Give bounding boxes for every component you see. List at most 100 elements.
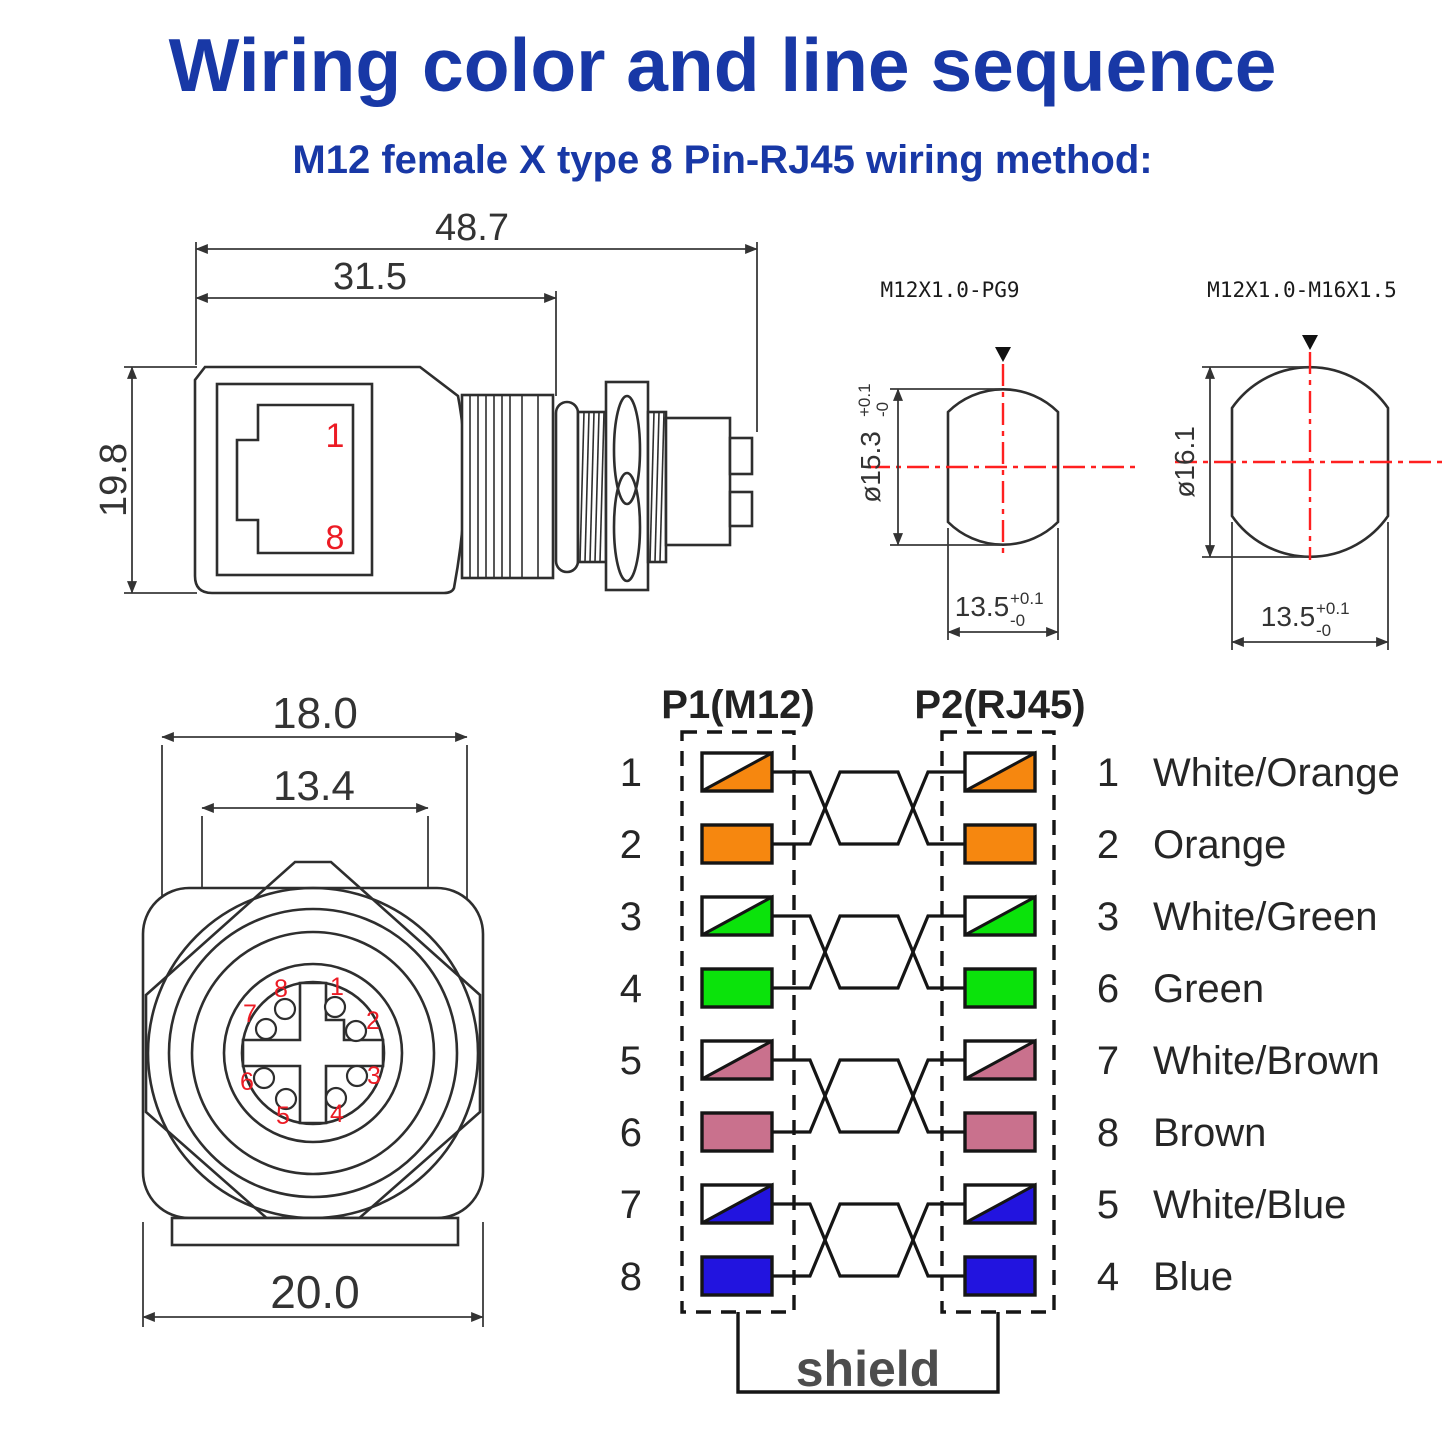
p2-pin-block-border bbox=[963, 967, 1037, 1009]
m12-contact-upper bbox=[728, 436, 754, 476]
p1-pin-block-color bbox=[702, 825, 772, 863]
twisted-pair-wire bbox=[772, 1202, 965, 1278]
dim-height: 19.8 bbox=[93, 366, 197, 594]
dim-front-width-text: 20.0 bbox=[270, 1266, 360, 1318]
p2-pin-number: 5 bbox=[1097, 1183, 1119, 1227]
wire-color-label: White/Blue bbox=[1153, 1183, 1346, 1227]
shield-label: shield bbox=[796, 1341, 940, 1397]
face-pin-6-label: 6 bbox=[240, 1068, 254, 1096]
p2-pin-block-border bbox=[963, 823, 1037, 865]
panel-b-cutout-shape bbox=[1230, 366, 1390, 558]
panel-cutout-view-pg9: M12X1.0-PG9 ø15.3 +0.1 -0 13.5 +0 bbox=[855, 278, 1138, 640]
face-pin-7-label: 7 bbox=[243, 1000, 257, 1028]
p1-pin-block-border bbox=[700, 823, 774, 865]
side-view-drawing: 48.7 31.5 19.8 1 8 bbox=[93, 207, 758, 595]
front-circle-4 bbox=[222, 962, 404, 1144]
p1-pin-number: 5 bbox=[620, 1039, 642, 1083]
panel-a-dia-text: ø15.3 bbox=[855, 431, 886, 503]
orientation-marker-icon bbox=[1302, 335, 1318, 350]
p1-connector-box bbox=[680, 730, 796, 1314]
dim-panel-b-diameter: ø16.1 bbox=[1169, 366, 1308, 558]
p2-pin-block-color bbox=[965, 1257, 1035, 1295]
panel-a-label: M12X1.0-PG9 bbox=[880, 278, 1019, 302]
m12-contact-lower bbox=[728, 490, 754, 528]
dim-front-inner: 13.4 bbox=[201, 762, 429, 1005]
wire-color-label: Green bbox=[1153, 967, 1264, 1011]
p2-connector-box bbox=[940, 730, 1056, 1314]
dim-height-text: 19.8 bbox=[93, 443, 135, 517]
panel-b-dia-text: ø16.1 bbox=[1169, 426, 1200, 498]
dim-front-width: 20.0 bbox=[142, 1222, 484, 1327]
wire-color-label: White/Green bbox=[1153, 895, 1378, 939]
twisted-pair-wire bbox=[772, 914, 965, 990]
dim-overall-length-text: 48.7 bbox=[435, 207, 509, 249]
panel-a-flat-text: 13.5 bbox=[955, 591, 1010, 622]
p1-pin-block-color bbox=[702, 969, 772, 1007]
p2-pin-number: 7 bbox=[1097, 1039, 1119, 1083]
orientation-marker-icon bbox=[995, 347, 1011, 362]
dim-front-inner-text: 13.4 bbox=[273, 762, 355, 809]
p2-pin-block-border bbox=[963, 1039, 1037, 1081]
twisted-pair-wire bbox=[772, 770, 965, 846]
panel-a-cutout-shape bbox=[946, 388, 1060, 546]
p2-pin-number: 1 bbox=[1097, 751, 1119, 795]
twisted-pair-wire bbox=[772, 914, 965, 990]
dim-overall-length: 48.7 bbox=[195, 207, 758, 432]
wire-color-label: Blue bbox=[1153, 1255, 1233, 1299]
dim-panel-b-flats: 13.5 +0.1 -0 bbox=[1231, 522, 1389, 650]
p2-pin-block-border bbox=[963, 1111, 1037, 1153]
p2-pin-number: 8 bbox=[1097, 1111, 1119, 1155]
twisted-pair-wire bbox=[772, 1058, 965, 1134]
dim-panel-a-diameter: ø15.3 +0.1 -0 bbox=[855, 383, 1001, 546]
p2-header: P2(RJ45) bbox=[914, 683, 1085, 727]
hex-nut bbox=[604, 380, 650, 592]
panel-a-dia-tol-plus: +0.1 bbox=[855, 383, 874, 417]
p1-pin-block-border bbox=[700, 751, 774, 793]
rj45-jack-cavity bbox=[235, 403, 355, 555]
dim-body-length: 31.5 bbox=[195, 256, 557, 396]
p2-pin-number: 2 bbox=[1097, 823, 1119, 867]
m12-face-pin-numbers: 8 1 7 2 6 3 5 4 bbox=[240, 973, 381, 1130]
face-pin-5-label: 5 bbox=[276, 1102, 290, 1130]
p1-pin-number: 6 bbox=[620, 1111, 642, 1155]
face-pin-8-label: 8 bbox=[274, 975, 288, 1003]
p2-pin-number: 4 bbox=[1097, 1255, 1119, 1299]
panel-b-flat-text: 13.5 bbox=[1261, 601, 1316, 632]
panel-a-dia-tol-minus: -0 bbox=[873, 402, 892, 417]
p1-pin-block-border bbox=[700, 1039, 774, 1081]
front-circle-2 bbox=[167, 907, 459, 1199]
dim-front-outer-text: 18.0 bbox=[272, 689, 358, 738]
p1-pin-number: 1 bbox=[620, 751, 642, 795]
p2-pin-number: 3 bbox=[1097, 895, 1119, 939]
p1-pin-number: 4 bbox=[620, 967, 642, 1011]
x-coding-cross bbox=[241, 981, 385, 1125]
p2-pin-block-border bbox=[963, 895, 1037, 937]
dim-panel-a-flats: 13.5 +0.1 -0 bbox=[947, 528, 1059, 640]
twisted-pair-wire bbox=[772, 1058, 965, 1134]
p1-pin-block-border bbox=[700, 1255, 774, 1297]
m12-barrel bbox=[664, 416, 732, 547]
p2-pin-block-border bbox=[963, 751, 1037, 793]
face-pin-4-label: 4 bbox=[330, 1100, 344, 1128]
m12-face-pins bbox=[252, 995, 369, 1111]
front-circle-3 bbox=[190, 930, 436, 1176]
collar-ring bbox=[554, 400, 580, 574]
p1-pin-block-color bbox=[702, 1113, 772, 1151]
thread-section-2 bbox=[646, 410, 668, 564]
p1-pin-block-border bbox=[700, 967, 774, 1009]
wire-color-label: Brown bbox=[1153, 1111, 1266, 1155]
wire-color-label: White/Brown bbox=[1153, 1039, 1380, 1083]
panel-b-flat-tol-minus: -0 bbox=[1316, 621, 1331, 640]
panel-a-flat-tol-minus: -0 bbox=[1010, 611, 1025, 630]
face-pin-3-label: 3 bbox=[367, 1062, 381, 1090]
panel-b-flat-tol-plus: +0.1 bbox=[1316, 599, 1350, 618]
dim-body-length-text: 31.5 bbox=[333, 256, 407, 298]
panel-a-flat-tol-plus: +0.1 bbox=[1010, 589, 1044, 608]
p2-pin-block-border bbox=[963, 1255, 1037, 1297]
p2-pin-block-color bbox=[965, 1113, 1035, 1151]
p1-pin-block-color bbox=[702, 1257, 772, 1295]
page-subtitle: M12 female X type 8 Pin-RJ45 wiring meth… bbox=[292, 138, 1153, 182]
